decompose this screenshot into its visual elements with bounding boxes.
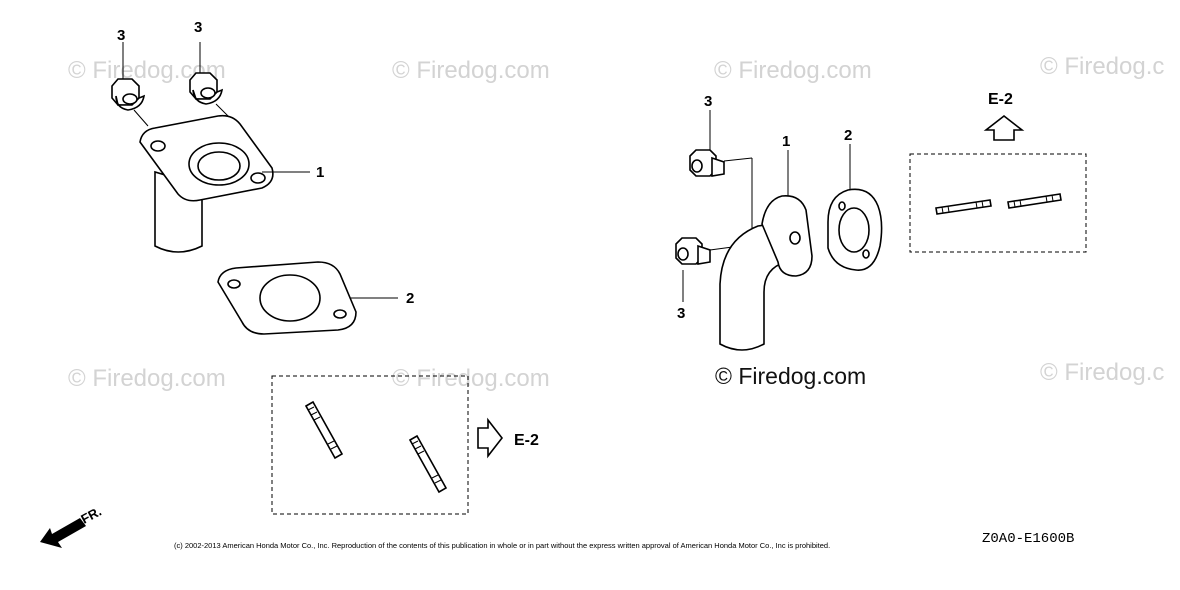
stud-bolt <box>408 434 448 494</box>
water-elbow-right <box>719 150 813 351</box>
watermark: © Firedog.com <box>392 365 550 392</box>
reference-e2-left: E-2 <box>514 432 539 449</box>
flange-nut-left-a <box>111 42 149 127</box>
callout-2: 2 <box>406 290 414 307</box>
front-arrow-icon <box>40 518 86 548</box>
callout-3: 3 <box>677 305 685 322</box>
callout-2: 2 <box>844 127 852 144</box>
stud-bolt-box-left <box>271 375 469 515</box>
copyright-notice: (c) 2002-2013 American Honda Motor Co., … <box>174 541 830 550</box>
watermark: © Firedog.com <box>392 57 550 84</box>
watermark: © Firedog.com <box>68 365 226 392</box>
watermark: © Firedog.c <box>1040 53 1164 80</box>
stud-bolt <box>1007 193 1062 209</box>
flange-nut-left-b <box>189 42 233 121</box>
callout-3: 3 <box>117 27 125 44</box>
callout-1: 1 <box>782 133 790 150</box>
gasket-left <box>217 261 398 335</box>
flange-nut-right-top <box>689 110 753 236</box>
stud-bolt-box-right <box>909 153 1087 253</box>
flange-nut-right-bottom <box>675 237 741 302</box>
stud-bolt <box>935 199 992 215</box>
callout-3: 3 <box>194 19 202 36</box>
reference-e2-right: E-2 <box>988 91 1013 108</box>
water-elbow-left <box>139 114 310 253</box>
stud-bolt <box>304 400 344 460</box>
watermark: © Firedog.com <box>714 57 872 84</box>
watermark: © Firedog.c <box>1040 359 1164 386</box>
reference-arrow-left <box>477 417 504 459</box>
callout-1: 1 <box>316 164 324 181</box>
watermark-main: © Firedog.com <box>715 363 866 389</box>
diagram-code: Z0A0-E1600B <box>982 531 1074 547</box>
callout-3: 3 <box>704 93 712 110</box>
reference-arrow-right <box>983 114 1025 141</box>
gasket-right <box>827 144 883 271</box>
